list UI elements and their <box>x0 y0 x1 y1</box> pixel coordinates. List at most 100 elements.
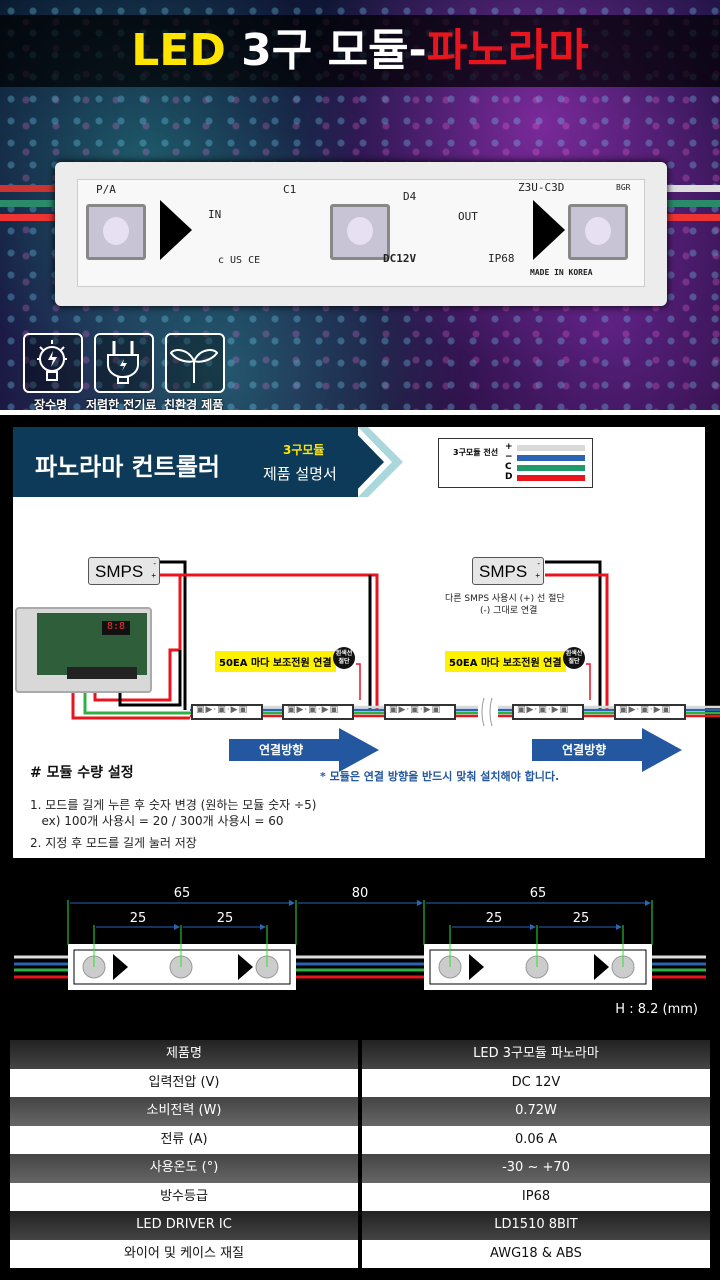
pcb-c1: C1 <box>283 183 297 196</box>
direction-arrow: 연결방향 <box>532 728 682 772</box>
feature-label: 장수명 <box>34 398 68 410</box>
setting-step: ex) 100개 사용시 = 20 / 300개 사용시 = 60 <box>30 814 284 828</box>
spec-label: 와이어 및 케이스 재질 <box>10 1239 358 1268</box>
led-chip <box>568 204 628 260</box>
wire-legend: 3구모듈 전선 + − C D <box>438 438 593 488</box>
height-note: H : 8.2 (mm) <box>615 1002 698 1017</box>
table-row: 전류 (A)0.06 A <box>8 1125 712 1154</box>
dim-module-length: 65 <box>530 886 547 901</box>
manual-subtitle: 제품 설명서 <box>263 465 337 483</box>
led-module <box>614 704 686 720</box>
smps-minus: - <box>153 559 156 568</box>
spec-label: 입력전압 (V) <box>10 1068 358 1097</box>
smps-power-supply: SMPS- + <box>472 557 544 585</box>
direction-arrow: 연결방향 <box>229 728 379 772</box>
lightbulb-icon <box>23 333 83 393</box>
dim-led-pitch: 25 <box>130 911 147 926</box>
cut-label: 절단 <box>568 658 580 665</box>
title-module: 3구 모듈- <box>225 25 427 76</box>
direction-triangle-icon <box>160 200 192 260</box>
smps-note: 다른 SMPS 사용시 (+) 선 절단 <box>445 594 565 604</box>
table-row: 사용온도 (°)-30 ~ +70 <box>8 1154 712 1183</box>
hero-banner: LED 3구 모듈-파노라마 P/A IN C1 c US CE D4 DC12… <box>0 0 720 410</box>
spec-label: LED DRIVER IC <box>10 1211 358 1240</box>
smps-power-supply: SMPS- + <box>88 557 160 585</box>
dim-gap: 80 <box>352 886 369 901</box>
pcb-out: OUT <box>458 210 478 223</box>
setting-step: 2. 지정 후 모드를 길게 눌러 저장 <box>30 836 197 850</box>
led-module <box>512 704 584 720</box>
plug-icon <box>94 333 154 393</box>
led-chip <box>86 204 146 260</box>
title-led: LED <box>131 25 226 76</box>
dim-module-length: 65 <box>174 886 191 901</box>
legend-symbol: D <box>505 472 513 482</box>
aux-power-label: 50EA 마다 보조전원 연결 <box>215 651 336 672</box>
dim-led-pitch: 25 <box>217 911 234 926</box>
feature-label: 저렴한 전기료 <box>86 398 157 410</box>
spec-value: LD1510 8BIT <box>362 1211 710 1240</box>
page-title: LED 3구 모듈-파노라마 <box>0 15 720 87</box>
led-module <box>282 704 354 720</box>
spec-value: LED 3구모듈 파노라마 <box>362 1040 710 1069</box>
cut-label: 흰색선 <box>335 650 353 657</box>
aux-power-label: 50EA 마다 보조전원 연결 <box>445 651 566 672</box>
spec-label: 제품명 <box>10 1040 358 1069</box>
spec-value: 0.06 A <box>362 1125 710 1154</box>
smps-note: (-) 그대로 연결 <box>480 606 538 616</box>
pcb-voltage: DC12V <box>383 252 417 265</box>
dimension-drawing: 65 80 65 25 25 25 25 H : 8.2 (mm) <box>14 886 706 1017</box>
pcb-ip: IP68 <box>488 252 515 265</box>
table-row: 입력전압 (V)DC 12V <box>8 1068 712 1097</box>
legend-symbol: − <box>505 452 513 462</box>
spec-label: 소비전력 (W) <box>10 1097 358 1126</box>
dim-led-pitch: 25 <box>573 911 590 926</box>
led-module-photo: P/A IN C1 c US CE D4 DC12V OUT IP68 Z3U-… <box>55 162 667 306</box>
spec-value: DC 12V <box>362 1068 710 1097</box>
spec-value: AWG18 & ABS <box>362 1239 710 1268</box>
smps-plus: + <box>535 571 540 580</box>
pcb-bgr: BGR <box>616 183 631 192</box>
direction-note: * 모듈은 연결 방향을 반드시 맞춰 설치해야 합니다. <box>320 770 560 783</box>
cut-label: 절단 <box>338 658 350 665</box>
smps-plus: + <box>151 571 156 580</box>
pcb-in: IN <box>208 208 222 221</box>
led-module <box>191 704 263 720</box>
legend-symbol: + <box>505 442 513 452</box>
spec-value: -30 ~ +70 <box>362 1154 710 1183</box>
led-chip <box>330 204 390 260</box>
sprout-icon <box>165 333 225 393</box>
pcb-d4: D4 <box>403 190 417 203</box>
table-row: 소비전력 (W)0.72W <box>8 1097 712 1126</box>
manual-title: 파노라마 컨트롤러 <box>35 453 220 481</box>
pcb-made: MADE IN KOREA <box>530 268 593 277</box>
pcb-model: Z3U-C3D <box>518 181 565 194</box>
controller-board-image: 8:8 <box>15 607 152 693</box>
spec-label: 전류 (A) <box>10 1125 358 1154</box>
dim-led-pitch: 25 <box>486 911 503 926</box>
spec-label: 사용온도 (°) <box>10 1154 358 1183</box>
setting-title: # 모듈 수량 설정 <box>30 765 134 781</box>
feature-label: 친환경 제품 <box>164 398 224 410</box>
spec-value: 0.72W <box>362 1097 710 1126</box>
manual-subtitle-accent: 3구모듈 <box>283 443 325 457</box>
direction-triangle-icon <box>533 200 565 260</box>
spec-label: 방수등급 <box>10 1182 358 1211</box>
legend-symbol: C <box>505 462 512 472</box>
manual-header: 파노라마 컨트롤러 3구모듈 제품 설명서 <box>13 427 358 497</box>
smps-label: SMPS <box>95 562 144 581</box>
smps-minus: - <box>537 559 540 568</box>
smps-label: SMPS <box>479 562 528 581</box>
legend-title: 3구모듈 전선 <box>453 448 499 457</box>
title-panorama: 파노라마 <box>426 25 589 76</box>
led-module <box>384 704 456 720</box>
cut-label: 흰색선 <box>565 650 583 657</box>
setting-step: 1. 모드를 길게 누른 후 숫자 변경 (원하는 모듈 숫자 ÷5) <box>30 798 317 812</box>
